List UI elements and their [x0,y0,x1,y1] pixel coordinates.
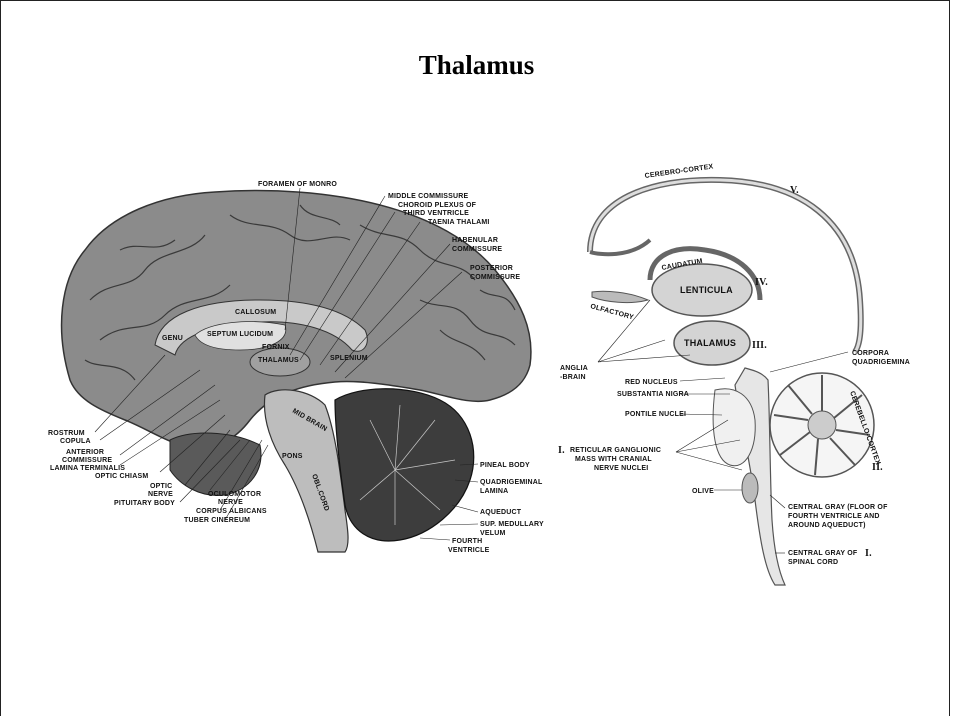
label-choroid-plexus-1: CHOROID PLEXUS OF [398,202,477,209]
label-aqueduct: AQUEDUCT [480,509,522,516]
label-posterior-1: POSTERIOR [470,265,513,272]
label-habenular-1: HABENULAR [452,237,498,244]
label-optic-nerve-1: OPTIC [150,483,172,490]
label-optic-nerve-2: NERVE [148,491,173,498]
label-oculomotor-2: NERVE [218,499,243,506]
label-corpus-albicans: CORPUS ALBICANS [196,508,267,515]
label-anterior-1: ANTERIOR [66,449,104,456]
label-middle-commissure: MIDDLE COMMISSURE [388,193,469,200]
label-sup-medullary-1: SUP. MEDULLARY [480,521,544,528]
label-fourth-ventricle-1: FOURTH [452,538,482,545]
label-tuber-cinereum: TUBER CINEREUM [184,517,250,524]
label-thalamus-sagittal: THALAMUS [258,357,299,364]
label-optic-chiasm: OPTIC CHIASM [95,473,148,480]
label-oculomotor-1: OCULOMOTOR [208,491,261,498]
label-choroid-plexus-2: THIRD VENTRICLE [403,210,469,217]
cerebellum [335,389,474,541]
label-fourth-ventricle-2: VENTRICLE [448,547,490,554]
label-copula: COPULA [60,438,91,445]
label-anterior-2: COMMISSURE [62,457,112,464]
label-habenular-2: COMMISSURE [452,246,502,253]
label-pituitary-body: PITUITARY BODY [114,500,175,507]
label-fornix: FORNIX [262,344,290,351]
label-callosum: CALLOSUM [235,309,276,316]
label-foramen-of-monro: FORAMEN OF MONRO [258,181,337,188]
label-quadrigeminal-1: QUADRIGEMINAL [480,479,543,486]
label-taenia-thalami: TAENIA THALAMI [428,219,490,226]
label-pineal-body: PINEAL BODY [480,462,530,469]
label-septum-lucidum: SEPTUM LUCIDUM [207,331,273,338]
label-sup-medullary-2: VELUM [480,530,506,537]
label-genu: GENU [162,335,183,342]
label-splenium: SPLENIUM [330,355,368,362]
label-rostrum: ROSTRUM [48,430,85,437]
label-pons: PONS [282,453,303,460]
label-quadrigeminal-2: LAMINA [480,488,508,495]
label-posterior-2: COMMISSURE [470,274,520,281]
label-lamina-terminalis: LAMINA TERMINALIS [50,465,125,472]
